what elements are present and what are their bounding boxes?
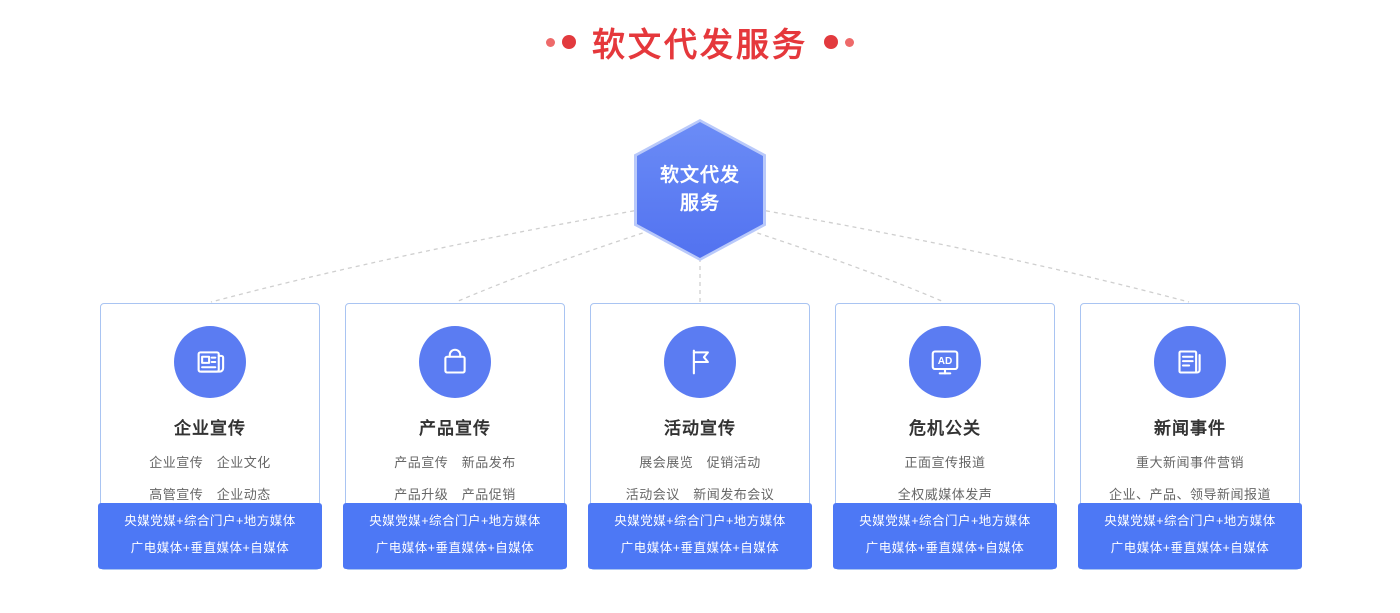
card-desc: 高管宣传 企业动态: [149, 487, 271, 502]
connector-card5: [749, 207, 1190, 303]
service-cards: 企业宣传 企业宣传 企业文化 高管宣传 企业动态 央媒党媒+综合门户+地方媒体 …: [98, 303, 1302, 570]
shopping-bag-icon: [419, 326, 491, 398]
connector-card1: [210, 207, 651, 303]
card-footer: 央媒党媒+综合门户+地方媒体 广电媒体+垂直媒体+自媒体: [833, 503, 1057, 569]
decor-dot-icon: [824, 35, 838, 49]
footer-line: 央媒党媒+综合门户+地方媒体: [1104, 514, 1276, 528]
card-desc: 展会展览 促销活动: [639, 455, 761, 470]
hexagon-label: 软文代发 服务: [637, 122, 763, 258]
page-title: 软文代发服务: [592, 26, 808, 63]
card-corporate-promo: 企业宣传 企业宣传 企业文化 高管宣传 企业动态 央媒党媒+综合门户+地方媒体 …: [98, 303, 322, 570]
card-footer: 央媒党媒+综合门户+地方媒体 广电媒体+垂直媒体+自媒体: [343, 503, 567, 569]
svg-text:AD: AD: [938, 356, 953, 367]
hexagon-line1: 软文代发: [659, 165, 740, 186]
flag-icon: [664, 326, 736, 398]
footer-line: 央媒党媒+综合门户+地方媒体: [124, 514, 296, 528]
card-desc: 全权威媒体发声: [897, 487, 993, 502]
decor-dot-icon: [546, 37, 555, 47]
footer-line: 央媒党媒+综合门户+地方媒体: [614, 514, 786, 528]
card-event-promo: 活动宣传 展会展览 促销活动 活动会议 新闻发布会议 央媒党媒+综合门户+地方媒…: [588, 303, 812, 570]
card-desc: 正面宣传报道: [904, 455, 986, 470]
page-header: 软文代发服务: [0, 18, 1400, 66]
card-crisis-pr: AD 危机公关 正面宣传报道 全权威媒体发声 央媒党媒+综合门户+地方媒体 广电…: [833, 303, 1057, 570]
card-title: 活动宣传: [664, 419, 736, 438]
card-desc: 企业宣传 企业文化: [149, 455, 271, 470]
card-footer: 央媒党媒+综合门户+地方媒体 广电媒体+垂直媒体+自媒体: [588, 503, 812, 569]
card-title: 产品宣传: [419, 419, 491, 438]
footer-line: 央媒党媒+综合门户+地方媒体: [859, 514, 1031, 528]
card-desc: 企业、产品、领导新闻报道: [1108, 487, 1271, 502]
footer-line: 广电媒体+垂直媒体+自媒体: [375, 541, 535, 555]
decor-dot-icon: [562, 35, 576, 49]
hexagon-node: 软文代发 服务: [634, 119, 766, 261]
card-desc: 产品宣传 新品发布: [394, 455, 516, 470]
connector-card4: [741, 227, 945, 303]
footer-line: 广电媒体+垂直媒体+自媒体: [865, 541, 1025, 555]
card-title: 企业宣传: [174, 419, 246, 438]
news-doc-icon: [1154, 326, 1226, 398]
card-title: 新闻事件: [1154, 419, 1226, 438]
decor-dot-icon: [845, 37, 854, 47]
card-news-event: 新闻事件 重大新闻事件营销 企业、产品、领导新闻报道 央媒党媒+综合门户+地方媒…: [1078, 303, 1302, 570]
footer-line: 广电媒体+垂直媒体+自媒体: [620, 541, 780, 555]
card-desc: 重大新闻事件营销: [1135, 455, 1244, 470]
card-desc: 活动会议 新闻发布会议: [625, 487, 775, 502]
card-title: 危机公关: [909, 419, 981, 438]
card-desc: 产品升级 产品促销: [394, 487, 516, 502]
ad-screen-icon: AD: [909, 326, 981, 398]
hexagon-line2: 服务: [679, 193, 720, 214]
card-footer: 央媒党媒+综合门户+地方媒体 广电媒体+垂直媒体+自媒体: [98, 503, 322, 569]
newspaper-icon: [174, 326, 246, 398]
connector-card2: [455, 227, 659, 303]
card-product-promo: 产品宣传 产品宣传 新品发布 产品升级 产品促销 央媒党媒+综合门户+地方媒体 …: [343, 303, 567, 570]
footer-line: 广电媒体+垂直媒体+自媒体: [130, 541, 290, 555]
card-footer: 央媒党媒+综合门户+地方媒体 广电媒体+垂直媒体+自媒体: [1078, 503, 1302, 569]
footer-line: 广电媒体+垂直媒体+自媒体: [1110, 541, 1270, 555]
footer-line: 央媒党媒+综合门户+地方媒体: [369, 514, 541, 528]
